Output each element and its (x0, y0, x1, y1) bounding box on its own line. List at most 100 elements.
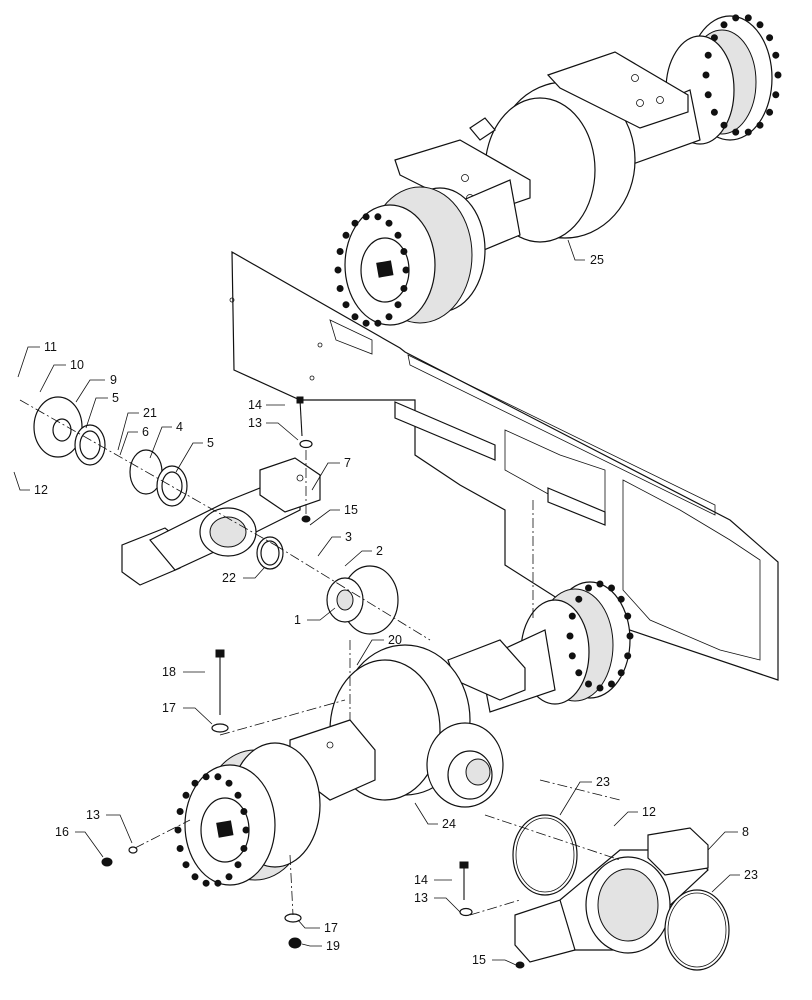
wheel-stud (756, 121, 764, 129)
wheel-stud (624, 652, 632, 660)
wheel-stud (394, 231, 402, 239)
callout-15b: 15 (472, 953, 486, 967)
wheel-stud (596, 684, 604, 692)
wheel-stud (772, 51, 780, 59)
wheel-stud (608, 680, 615, 688)
callout-11: 11 (44, 340, 57, 354)
wheel-stud (214, 879, 222, 887)
wheel-stud (182, 791, 190, 799)
wheel-stud (710, 34, 718, 42)
callout-3: 3 (345, 530, 352, 544)
callout-10: 10 (70, 358, 84, 372)
wheel-stud (202, 879, 210, 887)
callout-17b: 17 (324, 921, 338, 935)
callout-14a: 14 (248, 398, 262, 412)
wheel-stud (704, 51, 712, 59)
wheel-stud (342, 231, 350, 239)
wheel-stud (608, 584, 615, 592)
wheel-stud (351, 313, 359, 321)
wheel-stud (585, 584, 592, 592)
wheel-stud (732, 128, 740, 136)
callout-12b: 12 (642, 805, 656, 819)
callout-5a: 5 (112, 391, 119, 405)
wheel-stud (176, 808, 184, 815)
callout-7: 7 (344, 456, 351, 470)
wheel-stud (214, 773, 222, 781)
callout-2: 2 (376, 544, 383, 558)
callout-18: 18 (162, 665, 176, 679)
wheel-stud (342, 301, 350, 309)
frame-plate (229, 250, 779, 681)
wheel-stud (351, 219, 359, 227)
wheel-stud (756, 21, 764, 29)
wheel-stud (744, 14, 752, 22)
wheel-stud (732, 14, 740, 22)
wheel-stud (240, 808, 248, 815)
wheel-stud (568, 612, 576, 620)
callout-21: 21 (143, 406, 157, 420)
callout-12a: 12 (34, 483, 48, 497)
callout-13a: 13 (248, 416, 262, 430)
wheel-stud (225, 873, 233, 881)
trunnion-bracket-left (121, 457, 321, 586)
wheel-stud (374, 319, 382, 327)
leader-lines (13, 239, 740, 966)
wheel-stud (191, 873, 199, 881)
wheel-stud (394, 301, 402, 309)
wheel-stud (402, 266, 410, 274)
wheel-stud (336, 248, 344, 255)
callout-14b: 14 (414, 873, 428, 887)
wheel-stud (744, 128, 752, 136)
wheel-stud (772, 91, 780, 99)
axle-assembly-bottom (174, 580, 634, 887)
wheel-stud (234, 791, 242, 799)
wheel-stud (182, 861, 190, 869)
wheel-stud (334, 266, 342, 274)
wheel-stud (385, 313, 393, 321)
callout-22: 22 (222, 571, 236, 585)
wheel-stud (374, 213, 382, 221)
callout-8: 8 (742, 825, 749, 839)
trunnion-bracket-right (514, 827, 709, 963)
wheel-stud (362, 213, 370, 221)
wheel-stud (240, 845, 248, 852)
wheel-stud (400, 285, 408, 292)
callout-25: 25 (590, 253, 604, 267)
callout-17a: 17 (162, 701, 176, 715)
wheel-stud (191, 779, 199, 787)
wheel-stud (617, 595, 625, 603)
callout-4: 4 (176, 420, 183, 434)
callout-15a: 15 (344, 503, 358, 517)
callout-9: 9 (110, 373, 117, 387)
wheel-stud (585, 680, 592, 688)
wheel-stud (626, 632, 634, 640)
wheel-stud (242, 826, 250, 834)
callout-16: 16 (55, 825, 69, 839)
callout-labels: 11 10 9 5 21 6 4 5 12 14 13 7 15 3 2 22 … (34, 253, 758, 967)
wheel-stud (225, 779, 233, 787)
wheel-stud (702, 71, 710, 79)
wheel-stud (568, 652, 576, 660)
callout-20: 20 (388, 633, 402, 647)
wheel-stud (336, 285, 344, 292)
wheel-stud (385, 219, 393, 227)
wheel-stud (720, 21, 728, 29)
wheel-stud (400, 248, 408, 255)
callout-1: 1 (294, 613, 301, 627)
wheel-stud (362, 319, 370, 327)
wheel-stud (710, 108, 718, 116)
wheel-stud (234, 861, 242, 869)
wheel-stud (596, 580, 604, 588)
wheel-stud (575, 669, 583, 677)
callout-6: 6 (142, 425, 149, 439)
callout-19: 19 (326, 939, 340, 953)
wheel-stud (566, 632, 574, 640)
wheel-stud (575, 595, 583, 603)
wheel-stud (174, 826, 182, 834)
wheel-stud (617, 669, 625, 677)
wheel-stud (176, 845, 184, 852)
small-parts (33, 396, 730, 971)
wheel-stud (766, 34, 774, 42)
callout-23b: 23 (744, 868, 758, 882)
